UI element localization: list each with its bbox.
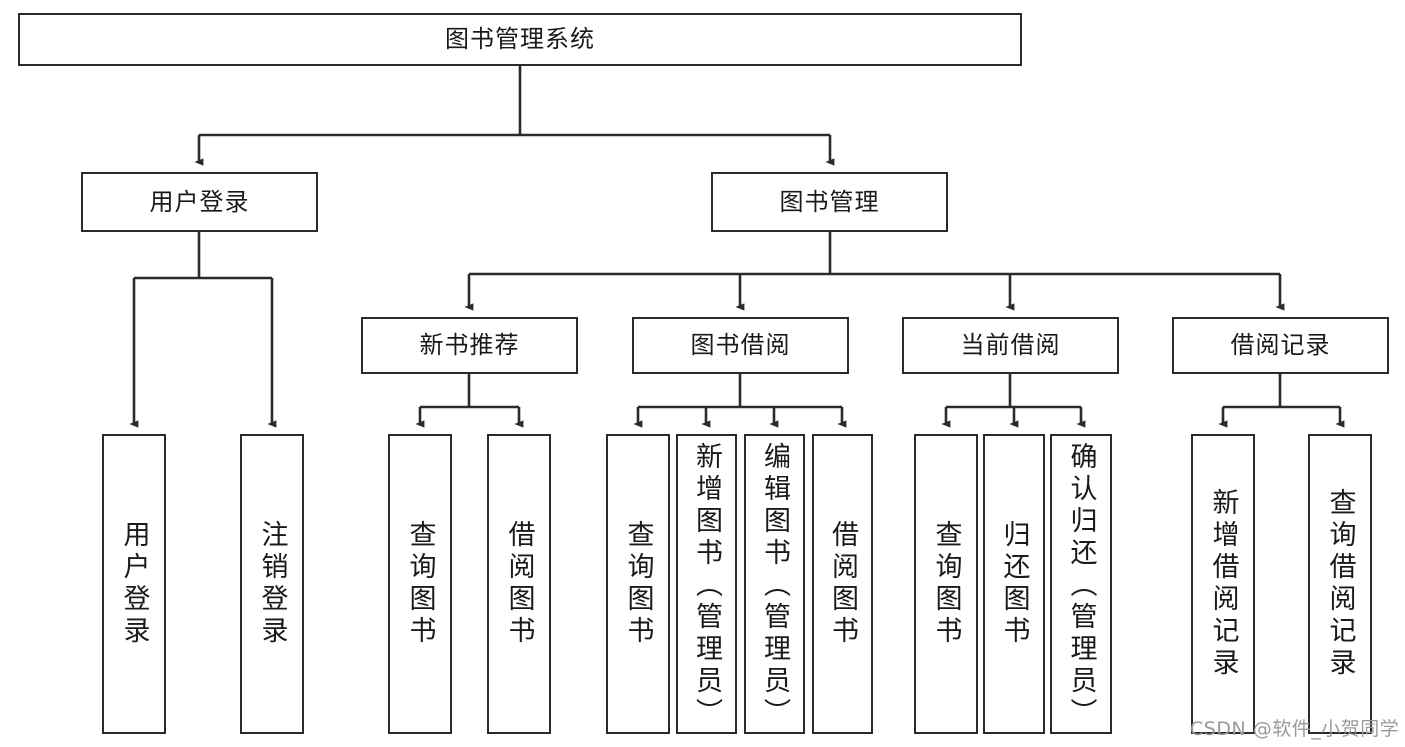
- node-leaf-add-record-label: 新增借阅记录: [1207, 488, 1239, 680]
- node-leaf-user-login[interactable]: 用户登录: [102, 434, 166, 734]
- node-leaf-logout[interactable]: 注销登录: [240, 434, 304, 734]
- node-book-borrow[interactable]: 图书借阅: [632, 317, 849, 374]
- node-leaf-confirm-return-label: 确认归还（管理员）: [1065, 442, 1097, 730]
- node-borrow-record[interactable]: 借阅记录: [1172, 317, 1389, 374]
- node-root-label: 图书管理系统: [445, 25, 595, 54]
- node-leaf-logout-label: 注销登录: [256, 520, 288, 648]
- node-book-borrow-label: 图书借阅: [690, 331, 791, 360]
- node-borrow-record-label: 借阅记录: [1230, 331, 1331, 360]
- node-current-borrow[interactable]: 当前借阅: [902, 317, 1119, 374]
- node-leaf-add-record[interactable]: 新增借阅记录: [1191, 434, 1255, 734]
- node-leaf-query-record-label: 查询借阅记录: [1324, 488, 1356, 680]
- node-leaf-borrow-book-1[interactable]: 借阅图书: [487, 434, 551, 734]
- node-leaf-query-book-3[interactable]: 查询图书: [914, 434, 978, 734]
- node-leaf-return-book[interactable]: 归还图书: [983, 434, 1045, 734]
- node-leaf-add-book[interactable]: 新增图书（管理员）: [676, 434, 737, 734]
- node-user-login-label: 用户登录: [149, 187, 250, 216]
- node-user-login[interactable]: 用户登录: [81, 172, 318, 232]
- node-leaf-query-record[interactable]: 查询借阅记录: [1308, 434, 1372, 734]
- node-root[interactable]: 图书管理系统: [18, 13, 1022, 66]
- node-leaf-edit-book[interactable]: 编辑图书（管理员）: [744, 434, 805, 734]
- node-leaf-query-book-1[interactable]: 查询图书: [388, 434, 452, 734]
- node-leaf-add-book-label: 新增图书（管理员）: [691, 442, 722, 730]
- node-book-manage-label: 图书管理: [779, 187, 880, 216]
- node-leaf-query-book-3-label: 查询图书: [930, 520, 962, 648]
- watermark-text: CSDN @软件_小贺同学: [1190, 718, 1400, 740]
- node-current-borrow-label: 当前借阅: [960, 331, 1061, 360]
- node-leaf-borrow-book-2[interactable]: 借阅图书: [812, 434, 873, 734]
- node-leaf-query-book-2-label: 查询图书: [622, 520, 654, 648]
- node-book-manage[interactable]: 图书管理: [711, 172, 948, 232]
- node-leaf-query-book-2[interactable]: 查询图书: [606, 434, 670, 734]
- node-new-book-recommend[interactable]: 新书推荐: [361, 317, 578, 374]
- node-leaf-confirm-return[interactable]: 确认归还（管理员）: [1050, 434, 1112, 734]
- node-leaf-return-book-label: 归还图书: [998, 520, 1030, 648]
- node-leaf-borrow-book-1-label: 借阅图书: [503, 520, 535, 648]
- node-leaf-user-login-label: 用户登录: [118, 520, 150, 648]
- node-leaf-edit-book-label: 编辑图书（管理员）: [759, 442, 790, 730]
- node-leaf-borrow-book-2-label: 借阅图书: [827, 520, 858, 648]
- node-new-book-recommend-label: 新书推荐: [419, 331, 520, 360]
- node-leaf-query-book-1-label: 查询图书: [404, 520, 436, 648]
